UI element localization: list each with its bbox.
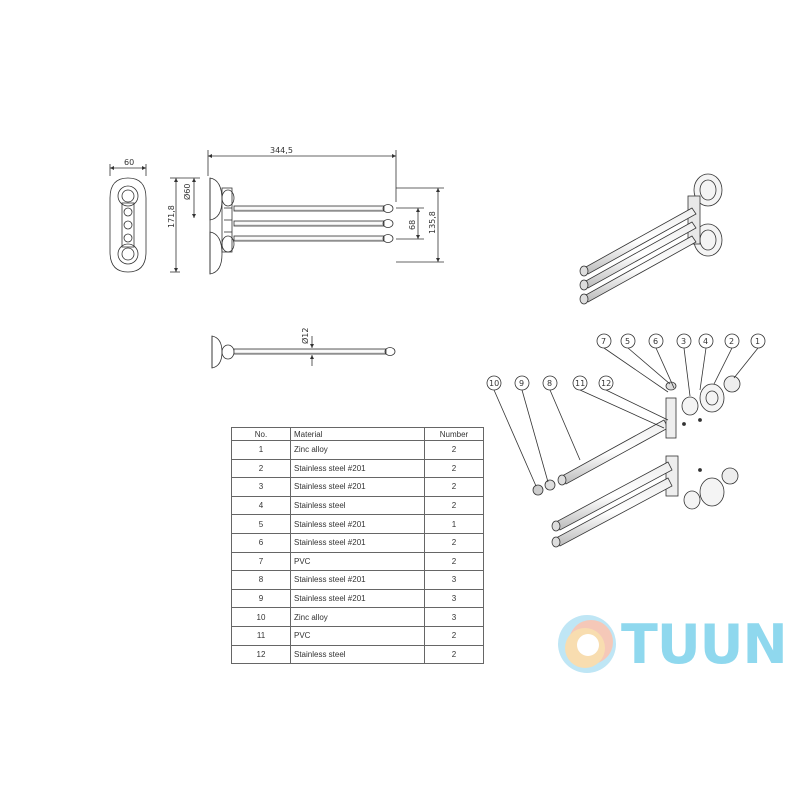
dim-bar-spacing: 68 (408, 220, 417, 230)
cell-number: 2 (424, 495, 484, 516)
cell-no: 2 (231, 458, 291, 479)
header-material: Material (290, 427, 425, 441)
cell-number: 2 (424, 644, 484, 665)
cell-no: 3 (231, 477, 291, 497)
balloon-11: 11 (575, 379, 585, 388)
cell-material: Stainless steel #201 (290, 477, 425, 497)
cell-number: 1 (424, 514, 484, 534)
header-no: No. (231, 427, 291, 441)
cell-number: 2 (424, 532, 484, 553)
cell-material: Stainless steel #201 (290, 570, 425, 590)
ring-logo-icon (558, 615, 616, 673)
cell-number: 2 (424, 440, 484, 460)
cell-material: PVC (290, 551, 425, 572)
balloon-1: 1 (755, 337, 760, 346)
dim-height-left: 171,8 (167, 205, 176, 228)
tuun-logo: TUUN (555, 612, 795, 678)
cell-number: 3 (424, 607, 484, 627)
cell-material: Stainless steel #201 (290, 532, 425, 553)
cell-material: Stainless steel #201 (290, 514, 425, 534)
single-bar-view: Ø12 (211, 328, 396, 369)
cell-material: PVC (290, 625, 425, 646)
table-header-row: No. Material Number (231, 427, 484, 441)
balloon-4: 4 (703, 337, 708, 346)
cell-number: 2 (424, 477, 484, 497)
cell-number: 2 (424, 551, 484, 572)
dim-bar-diameter: Ø12 (300, 328, 310, 344)
side-view: 60 171,8 (109, 158, 180, 273)
cell-number: 2 (424, 625, 484, 646)
balloon-9: 9 (519, 379, 524, 388)
dim-width-top: 60 (124, 158, 134, 167)
cell-no: 1 (231, 440, 291, 460)
balloon-6: 6 (653, 337, 658, 346)
balloon-8: 8 (547, 379, 552, 388)
balloon-12: 12 (601, 379, 611, 388)
dim-total-height: 135,8 (428, 211, 437, 234)
dim-length: 344,5 (270, 146, 293, 155)
cell-number: 3 (424, 588, 484, 609)
cell-no: 5 (231, 514, 291, 534)
balloon-7: 7 (601, 337, 606, 346)
iso-assembly (579, 173, 723, 305)
cell-no: 10 (231, 607, 291, 627)
cell-no: 4 (231, 495, 291, 516)
balloon-3: 3 (681, 337, 686, 346)
cell-material: Zinc alloy (290, 440, 425, 460)
cell-number: 3 (424, 570, 484, 590)
cell-no: 9 (231, 588, 291, 609)
cell-material: Zinc alloy (290, 607, 425, 627)
cell-material: Stainless steel (290, 495, 425, 516)
cell-no: 8 (231, 570, 291, 590)
cell-no: 6 (231, 532, 291, 553)
cell-no: 11 (231, 625, 291, 646)
exploded-view (493, 347, 759, 548)
cell-material: Stainless steel #201 (290, 458, 425, 479)
balloon-5: 5 (625, 337, 630, 346)
logo-text: TUUN (621, 613, 788, 676)
balloon-2: 2 (729, 337, 734, 346)
part-balloons: 7 5 6 3 4 2 1 10 9 8 11 12 (486, 333, 766, 391)
balloon-10: 10 (489, 379, 499, 388)
dim-diameter-base: Ø60 (182, 184, 192, 200)
header-number: Number (424, 427, 484, 441)
front-view: 344,5 Ø60 68 135,8 (180, 146, 444, 275)
cell-material: Stainless steel #201 (290, 588, 425, 609)
cell-number: 2 (424, 458, 484, 479)
cell-material: Stainless steel (290, 644, 425, 665)
cell-no: 12 (231, 644, 291, 665)
cell-no: 7 (231, 551, 291, 572)
